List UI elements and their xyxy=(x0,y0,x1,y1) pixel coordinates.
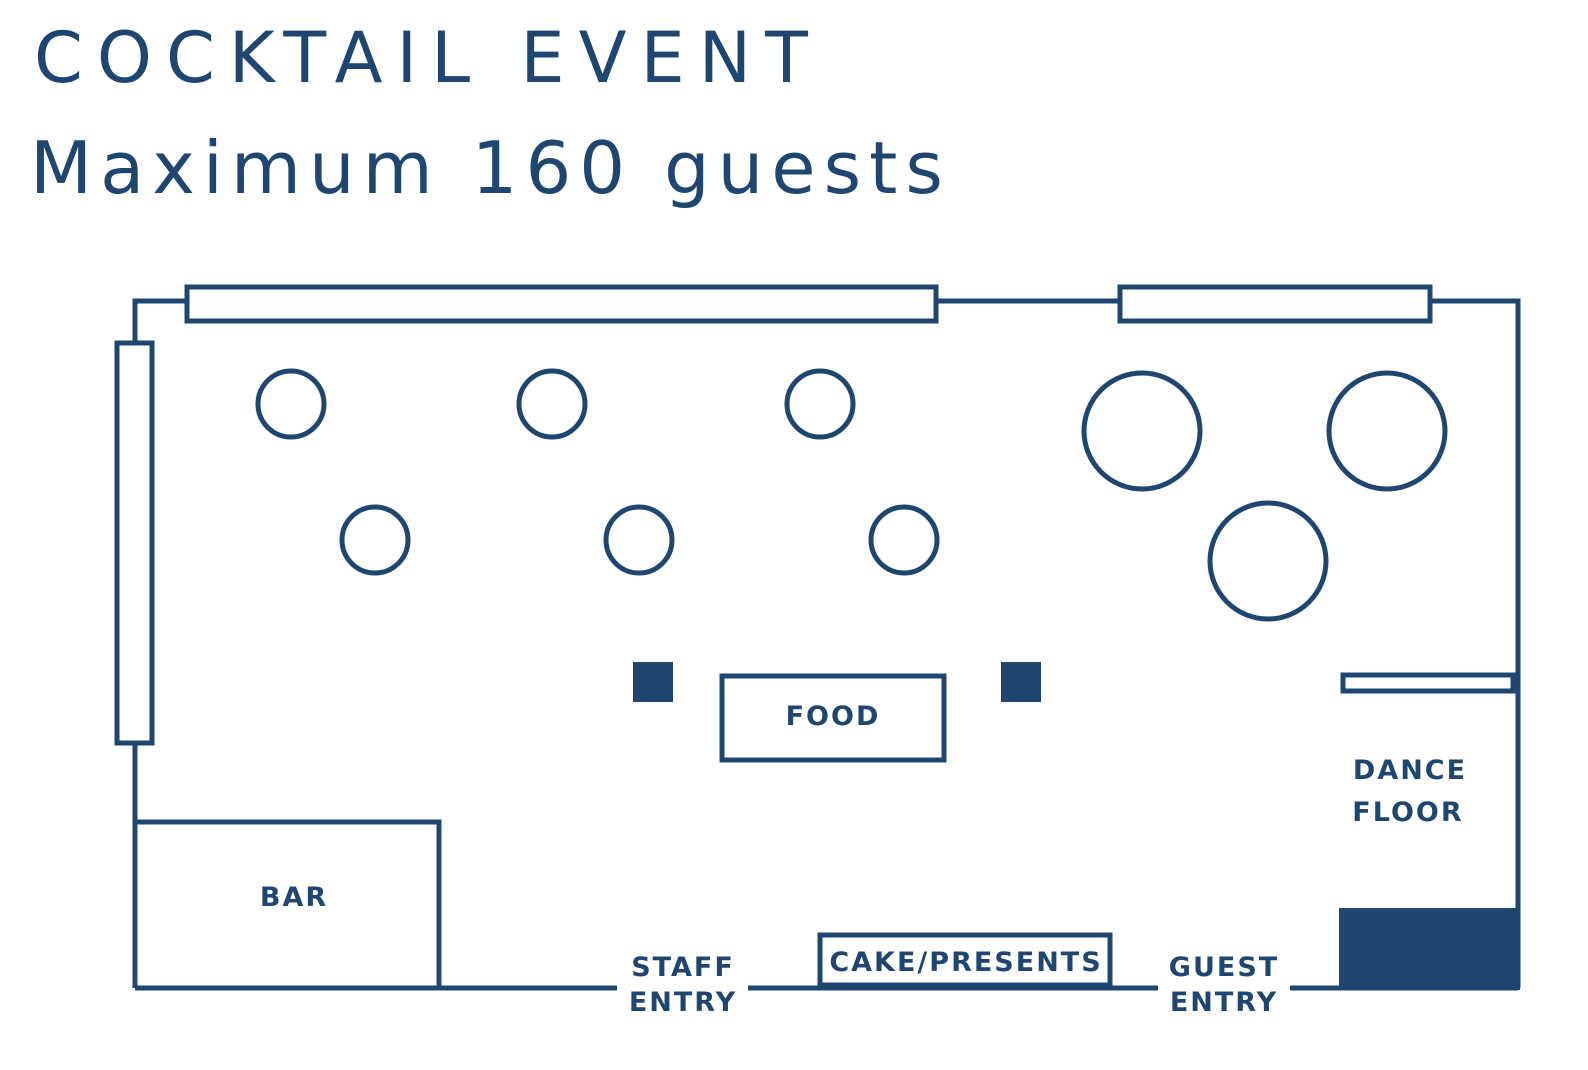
dj-booth xyxy=(1339,908,1520,990)
window-left xyxy=(114,340,155,746)
round-table xyxy=(1326,370,1448,492)
room-walls xyxy=(132,298,1521,991)
cocktail-table xyxy=(603,504,675,576)
cocktail-table xyxy=(868,504,940,576)
cake-presents-table xyxy=(817,932,1113,988)
round-table xyxy=(1081,370,1203,492)
round-table xyxy=(1207,500,1329,622)
cocktail-table xyxy=(784,368,856,440)
cocktail-table xyxy=(516,368,588,440)
dance-floor-label-line2: FLOOR xyxy=(1352,797,1463,828)
staff-entry-label-line1: STAFF xyxy=(631,952,735,983)
dance-floor-label-line1: DANCE xyxy=(1353,755,1467,786)
guest-entry-label-line1: GUEST xyxy=(1169,952,1279,983)
food-station xyxy=(719,673,947,763)
window-top-left xyxy=(184,284,939,324)
bar-area xyxy=(135,819,442,988)
pillar-right xyxy=(1001,662,1041,702)
pillar-left xyxy=(633,662,673,702)
guest-entry-label-line2: ENTRY xyxy=(1170,987,1278,1018)
food-label: FOOD xyxy=(786,701,881,732)
cake-presents-label: CAKE/PRESENTS xyxy=(829,947,1102,978)
cocktail-table xyxy=(255,368,327,440)
window-top-right xyxy=(1117,284,1433,324)
staff-entry-label-line2: ENTRY xyxy=(629,987,737,1018)
cocktail-table xyxy=(339,504,411,576)
bar-label: BAR xyxy=(260,882,328,913)
page-title: COCKTAIL EVENT xyxy=(34,17,822,99)
dance-floor-stage xyxy=(1340,672,1516,694)
guest-capacity: Maximum 160 guests xyxy=(30,126,951,210)
